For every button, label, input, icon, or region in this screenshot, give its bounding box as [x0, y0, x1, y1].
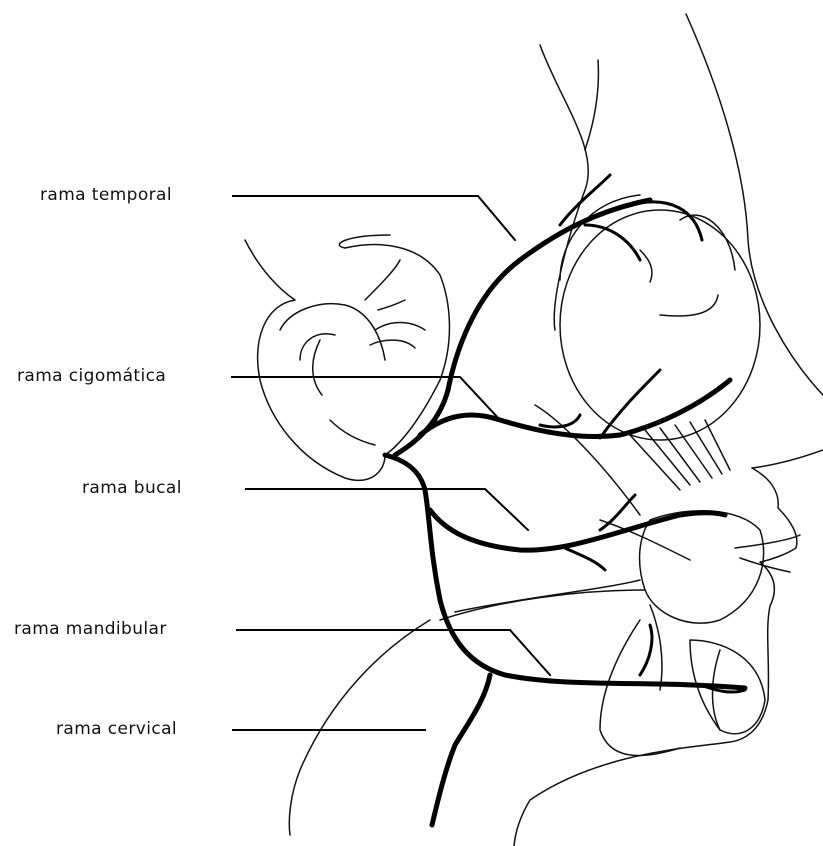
leader-bucal: [246, 489, 528, 530]
label-buccal-branch: rama bucal: [82, 478, 182, 498]
label-mandibular-branch: rama mandibular: [14, 619, 167, 639]
label-cervical-branch: rama cervical: [56, 719, 177, 739]
face-profile-outline: [514, 14, 823, 846]
leader-mandibular: [237, 630, 550, 675]
label-temporal-branch: rama temporal: [40, 185, 172, 205]
neck-outline: [289, 45, 645, 835]
label-zygomatic-branch: rama cigomática: [17, 366, 166, 386]
ear: [245, 235, 449, 480]
leader-temporal: [233, 196, 515, 240]
